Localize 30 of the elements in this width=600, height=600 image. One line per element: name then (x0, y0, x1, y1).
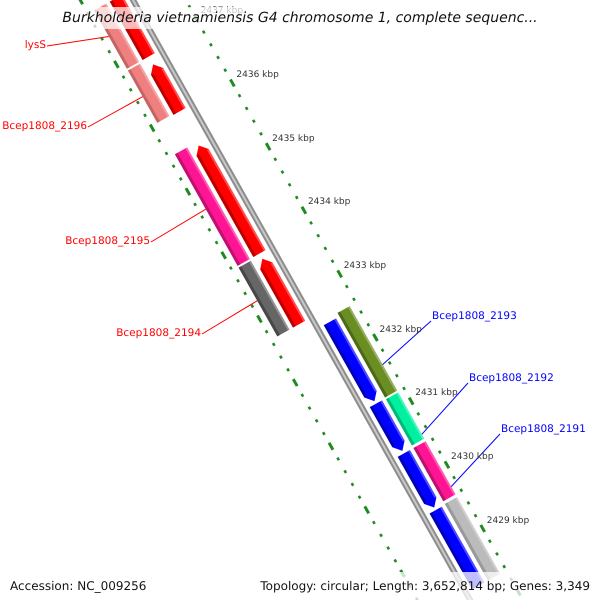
leader-line (88, 96, 144, 128)
leader-line (150, 208, 206, 242)
gene-label: Bcep1808_2195 (65, 235, 150, 247)
leader-line (450, 434, 500, 488)
tick-label: 2429 kbp (486, 516, 530, 527)
gene-feature (370, 400, 405, 451)
gene-feature (260, 258, 306, 328)
tick-label: 2432 kbp (379, 324, 422, 336)
gene-label: lysS (24, 39, 46, 51)
gene-feature (398, 450, 436, 508)
tick-label: 2433 kbp (344, 260, 386, 272)
leader-line (421, 382, 468, 435)
gene-label: Bcep1808_2191 (501, 423, 586, 435)
accession-text: Accession: NC_009256 (10, 578, 146, 594)
gene-label: Bcep1808_2193 (432, 310, 517, 322)
leader-line (202, 300, 258, 334)
tick-label: 2431 kbp (415, 388, 458, 400)
tick-label: 2434 kbp (308, 197, 350, 208)
leader-line (46, 36, 110, 46)
gene-feature (150, 64, 186, 115)
gene-feature (196, 145, 266, 257)
gene-label: Bcep1808_2192 (469, 372, 554, 384)
tick-label: 2436 kbp (236, 70, 279, 81)
gene-label: Bcep1808_2196 (2, 120, 87, 132)
gene-label: Bcep1808_2194 (116, 327, 201, 339)
gene-feature (324, 318, 377, 402)
leader-line (382, 320, 432, 366)
sequence-info-text: Topology: circular; Length: 3,652,814 bp; Genes: 3,349 (260, 578, 590, 594)
tick-label: 2435 kbp (272, 134, 315, 145)
tick-label: 2430 kbp (451, 452, 494, 463)
